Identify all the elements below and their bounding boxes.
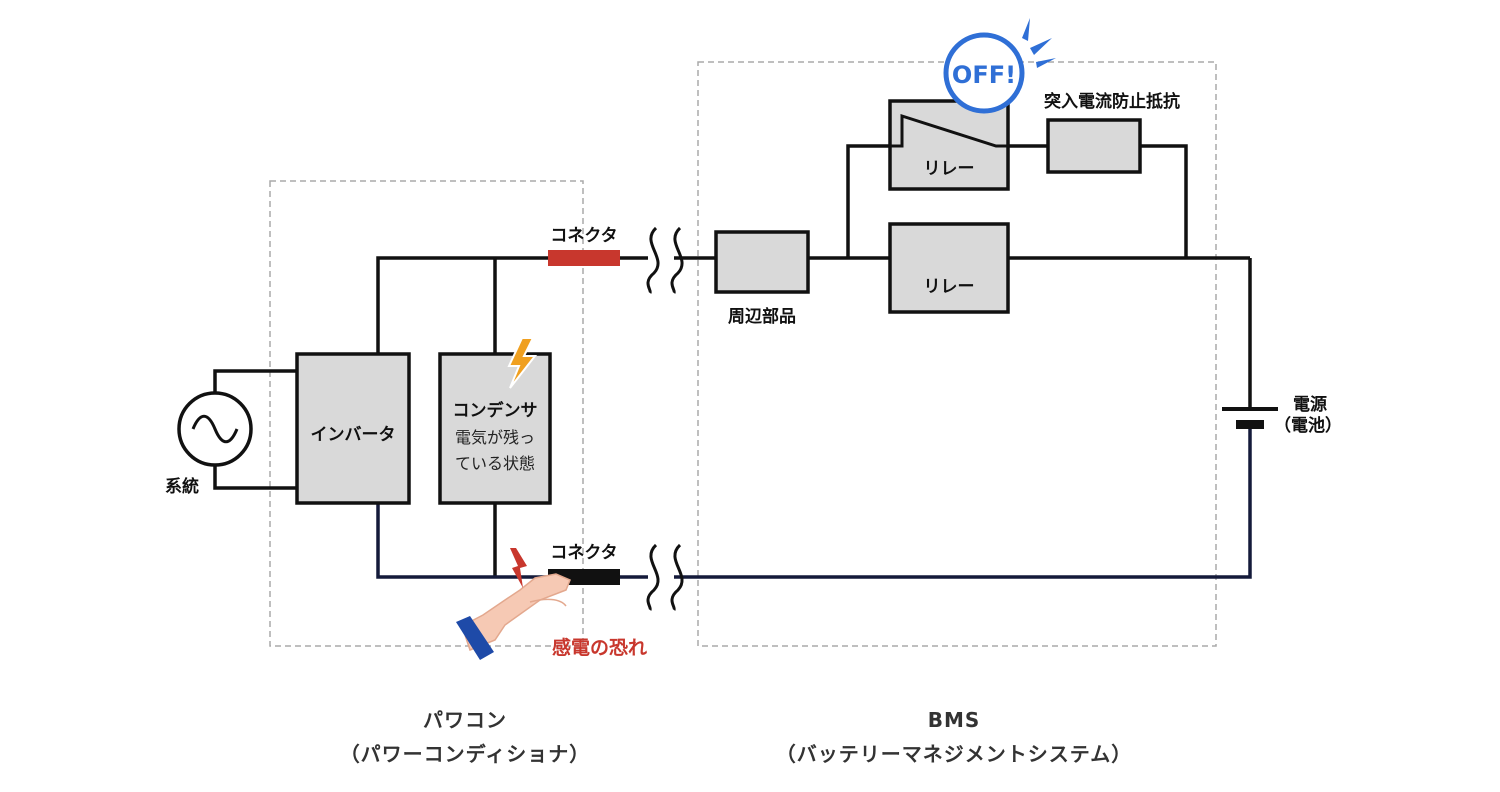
battery-label-line2: （電池） (1274, 415, 1342, 436)
pcs-caption-line1: パワコン (423, 708, 507, 732)
battery-label-line1: 電源 (1293, 394, 1327, 415)
wire-inverter-top (376, 256, 548, 354)
line-break-bottom (646, 543, 684, 611)
line-break-top (646, 226, 684, 294)
resistor-label: 突入電流防止抵抗 (1044, 91, 1180, 112)
off-badge-label: OFF! (952, 61, 1016, 89)
connector-bottom-label: コネクタ (550, 543, 617, 563)
source-label: 系統 (165, 476, 199, 497)
inverter-label: インバータ (311, 425, 396, 445)
wire-source-top (213, 369, 297, 393)
hand-icon (456, 573, 571, 660)
pcs-section-frame (269, 180, 584, 647)
shock-warning-label: 感電の恐れ (552, 636, 647, 659)
wire-inverter-bottom (376, 503, 548, 579)
burst-lines-icon (1022, 18, 1056, 68)
sine-wave-icon (191, 414, 239, 444)
off-badge-circle (943, 32, 1025, 114)
relay-bottom-label: リレー (924, 277, 975, 297)
resistor-box (1046, 118, 1142, 174)
bms-caption-line2: （バッテリーマネジメントシステム） (776, 742, 1132, 766)
relay-bottom-box (888, 222, 1010, 314)
bms-caption-line1: BMS (928, 708, 981, 732)
battery-plate-negative (1236, 420, 1264, 429)
electric-shock-icon (510, 548, 527, 588)
capacitor-title: コンデンサ (453, 400, 538, 421)
inverter-box (295, 352, 411, 505)
capacitor-desc-line2: ている状態 (455, 454, 535, 473)
lightning-bolt-icon (507, 337, 538, 389)
peripheral-box (714, 230, 810, 294)
peripheral-label: 周辺部品 (728, 306, 796, 327)
connector-top (548, 250, 620, 266)
pcs-caption-line2: （パワーコンディショナ） (340, 742, 591, 766)
open-switch-icon (890, 113, 1008, 148)
bms-section-frame (697, 61, 1217, 647)
capacitor-box (438, 352, 552, 505)
negative-wiring (376, 428, 1252, 579)
wire-source-bottom (213, 465, 297, 490)
relay-top-label: リレー (924, 159, 975, 179)
wire-bypass-right (1140, 144, 1188, 258)
wire-battery-negative (674, 428, 1252, 579)
wire-bypass-left (846, 144, 890, 258)
capacitor-desc-line1: 電気が残っ (455, 428, 535, 447)
connector-top-label: コネクタ (550, 226, 617, 246)
